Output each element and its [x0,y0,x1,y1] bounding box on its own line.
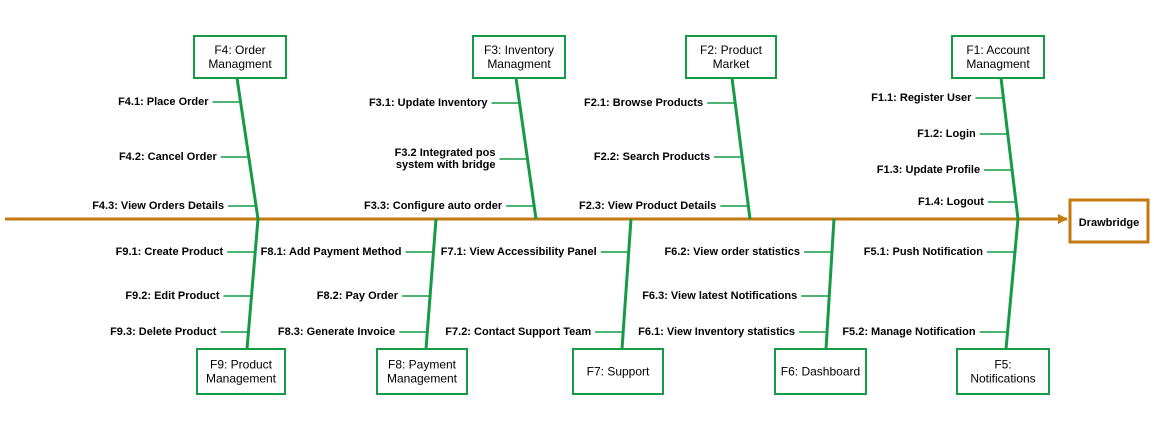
item-label-f7-1: F7.1: View Accessibility Panel [441,246,597,258]
branch-f2 [730,77,752,220]
item-label-f6-3: F6.1: View Inventory statistics [638,326,795,338]
branch-f4 [235,77,260,220]
item-label-f5-1: F5.1: Push Notification [864,246,983,258]
branch-f6 [824,218,836,350]
item-label-f4-1: F4.1: Place Order [118,96,209,108]
item-label-f9-2: F9.2: Edit Product [125,290,219,302]
category-box-f6: F6: Dashboard [774,348,867,395]
item-label-f5-2: F5.2: Manage Notification [842,326,976,338]
category-box-f5: F5:Notifications [956,348,1050,395]
item-label-f3-1: F3.1: Update Inventory [369,97,488,109]
item-label-f1-2: F1.2: Login [917,128,976,140]
item-label-f9-1: F9.1: Create Product [116,246,224,258]
item-label-f2-1: F2.1: Browse Products [584,97,703,109]
item-label-f6-1: F6.2: View order statistics [664,246,800,258]
branch-f9 [245,218,260,350]
branch-f7 [620,218,633,350]
category-label-f5: F5:Notifications [970,358,1035,386]
effect-label: Drawbridge [1079,217,1140,229]
category-label-f7: F7: Support [587,365,650,379]
item-label-f8-3: F8.3: Generate Invoice [278,326,395,338]
effect-box: Drawbridge [1068,198,1150,244]
item-label-f8-2: F8.2: Pay Order [317,290,399,302]
item-label-f3-3: F3.3: Configure auto order [364,200,503,212]
item-label-f2-3: F2.3: View Product Details [579,200,716,212]
branch-f1 [999,77,1020,220]
category-box-f7: F7: Support [572,348,664,395]
item-label-f1-3: F1.3: Update Profile [877,164,980,176]
item-label-f9-3: F9.3: Delete Product [110,326,217,338]
category-label-f6: F6: Dashboard [781,365,860,379]
branch-f5 [1004,218,1020,350]
item-label-f2-2: F2.2: Search Products [594,151,710,163]
item-label-f7-2: F7.2: Contact Support Team [445,326,591,338]
item-label-f4-3: F4.3: View Orders Details [92,200,224,212]
item-label-f6-2: F6.3: View latest Notifications [642,290,797,302]
branch-f8 [424,218,438,350]
item-label-f8-1: F8.1: Add Payment Method [261,246,402,258]
item-label-f1-1: F1.1: Register User [871,92,972,104]
item-label-f1-4: F1.4: Logout [918,196,984,208]
branch-f3 [514,77,538,220]
item-label-f4-2: F4.2: Cancel Order [119,151,218,163]
